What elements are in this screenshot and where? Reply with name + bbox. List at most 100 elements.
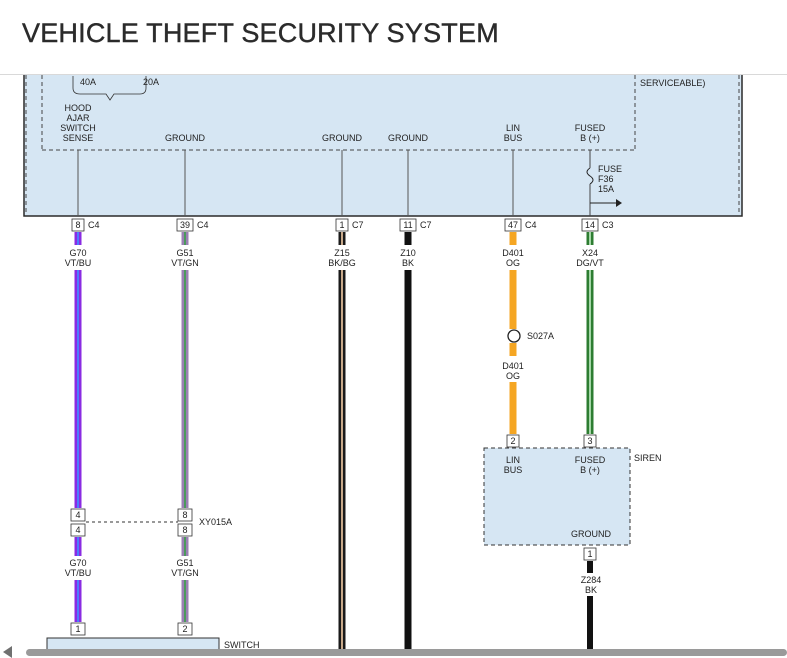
connector-pin-box-1 (176, 218, 194, 232)
pin-label-0-2: SWITCH (60, 123, 96, 133)
lower-g70-circuit: G70 (69, 558, 86, 568)
circuit-id-1: G51 (176, 248, 193, 258)
svg-text:8: 8 (182, 525, 187, 535)
lower-g51-color: VT/GN (171, 568, 199, 578)
splice-circuit: D401 (502, 361, 524, 371)
wire-stub-4 (509, 232, 517, 245)
siren-lin-label-2: BUS (504, 465, 523, 475)
fuse-bracket (72, 76, 147, 101)
connector-pin-box-2 (335, 218, 349, 232)
pin-label-5-1: B (+) (580, 133, 600, 143)
horizontal-scrollbar[interactable] (26, 649, 787, 656)
connector-id-3: C7 (420, 220, 432, 230)
pin-label-0-0: HOOD (65, 103, 93, 113)
connector-id-0: C4 (88, 220, 100, 230)
circuit-id-5: X24 (582, 248, 598, 258)
siren-ground-circuit: Z284 (581, 575, 602, 585)
fuse-f36-label-2: F36 (598, 174, 614, 184)
connector-id-1: C4 (197, 220, 209, 230)
fuse-40a-label: 40A (80, 77, 96, 87)
connector-pin-0: 8 (75, 220, 80, 230)
pin-label-0-1: AJAR (66, 113, 90, 123)
pin-label-2-0: GROUND (322, 133, 362, 143)
wire-stub-3 (404, 232, 412, 245)
wire-stub-5-stripe (589, 232, 591, 245)
siren-ground-pin-box (583, 547, 597, 561)
wire-main-3 (404, 270, 412, 650)
svg-text:4: 4 (75, 525, 80, 535)
wire-main-4 (509, 270, 517, 329)
pin-label-4-1: BUS (504, 133, 523, 143)
wire-mid-4 (509, 343, 517, 356)
pin-label-0-3: SENSE (63, 133, 94, 143)
circuit-color-1: VT/GN (171, 258, 199, 268)
wire-main-1-stripe (184, 270, 186, 508)
svg-text:4: 4 (75, 510, 80, 520)
pin-label-4-0: LIN (506, 123, 520, 133)
wire-inline-0-stripe (77, 537, 79, 556)
siren-ground-wire (587, 596, 593, 650)
wire-main-2-stripe (341, 270, 343, 650)
connector-pin-2: 1 (339, 220, 344, 230)
switch-label: SWITCH (224, 640, 260, 650)
siren-pin-fused-box (583, 434, 597, 448)
siren-lin-label-1: LIN (506, 455, 520, 465)
circuit-color-3: BK (402, 258, 414, 268)
wire-stub-1-stripe (184, 232, 186, 245)
lower-pin-1-box (70, 622, 86, 636)
serviceable-label: SERVICEABLE) (640, 78, 705, 88)
wire-stub-2-stripe (341, 232, 343, 245)
wire-inline-1-stripe (184, 537, 186, 556)
pin-label-3-0: GROUND (388, 133, 428, 143)
wiring-diagram: 40A 20A SERVICEABLE) HOODAJARSWITCHSENSE… (23, 75, 743, 650)
fuse-20a-label: 20A (143, 77, 159, 87)
splice-color-code: OG (506, 371, 520, 381)
circuit-color-4: OG (506, 258, 520, 268)
siren-pin-fused: 3 (587, 436, 592, 446)
connector-pin-4: 47 (508, 220, 518, 230)
pin-label-1-0: GROUND (165, 133, 205, 143)
connector-id-5: C3 (602, 220, 614, 230)
siren-title: SIREN (634, 453, 662, 463)
lower-pin-2-box (177, 622, 193, 636)
fuse-arrow-head (616, 199, 622, 207)
fuse-f36-symbol (586, 167, 594, 185)
scroll-left-arrow-icon[interactable] (3, 646, 12, 658)
siren-ground-label: GROUND (571, 529, 611, 539)
lower-g51-circuit: G51 (176, 558, 193, 568)
siren-ground-wire-top (587, 561, 593, 573)
connector-pin-box-0 (71, 218, 85, 232)
wire-low-4 (509, 382, 517, 434)
circuit-id-0: G70 (69, 248, 86, 258)
splice-s027a (507, 329, 521, 343)
inline-connector-label: XY015A (199, 517, 232, 527)
connector-pin-box-5 (581, 218, 599, 232)
wire-main-0-stripe (77, 270, 79, 508)
siren-fused-label-2: B (+) (580, 465, 600, 475)
circuit-color-0: VT/BU (65, 258, 92, 268)
inline-connector-xy015a: 4 4 8 8 XY015A (70, 508, 232, 537)
lower-g70-color: VT/BU (65, 568, 92, 578)
siren-ground-pin: 1 (587, 549, 592, 559)
circuit-color-5: DG/VT (576, 258, 604, 268)
circuit-color-2: BK/BG (328, 258, 356, 268)
wire-lower-1-stripe (184, 580, 186, 622)
connector-pin-1: 39 (180, 220, 190, 230)
wire-stub-0-stripe (77, 232, 79, 245)
switch-box (46, 637, 220, 650)
page-header: VEHICLE THEFT SECURITY SYSTEM (0, 0, 787, 75)
pin-label-5-0: FUSED (575, 123, 606, 133)
svg-text:8: 8 (182, 510, 187, 520)
siren-ground-color: BK (585, 585, 597, 595)
connector-pin-5: 14 (585, 220, 595, 230)
siren-fused-label-1: FUSED (575, 455, 606, 465)
lower-pin-2: 2 (182, 624, 187, 634)
circuit-id-2: Z15 (334, 248, 350, 258)
siren-box (483, 447, 631, 546)
circuit-id-3: Z10 (400, 248, 416, 258)
connector-pin-3: 11 (403, 220, 412, 230)
siren-pin-lin: 2 (510, 436, 515, 446)
siren-pin-lin-box (506, 434, 520, 448)
